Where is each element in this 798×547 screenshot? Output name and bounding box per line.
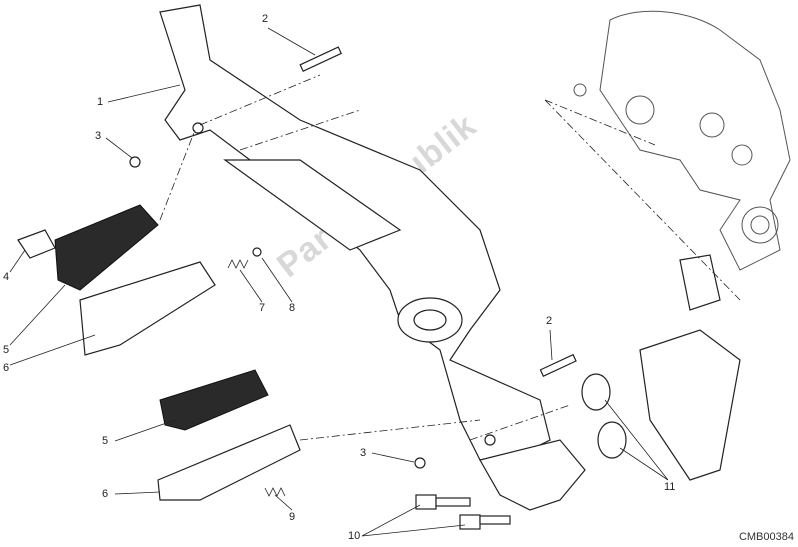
footpeg-lower [157,424,301,501]
heel-guard-plate [639,254,741,481]
callout-6-lower: 6 [102,488,109,500]
callout-6: 6 [3,362,10,374]
callout-4: 4 [3,271,10,283]
callout-1: 1 [97,96,104,108]
callout-2-lower: 2 [546,315,553,327]
clip-lower [414,457,426,469]
spring-9 [264,487,286,497]
footpeg-bracket [159,4,586,511]
pin-lower [539,353,577,378]
callout-5: 5 [3,344,10,356]
callout-7: 7 [259,302,266,314]
pin-upper [299,46,343,72]
ball-8 [252,247,262,257]
bushings-11 [581,373,627,459]
callout-8: 8 [289,302,296,314]
rubber-pad-upper [54,204,159,291]
engine-case [573,10,791,271]
clip-upper [129,156,141,168]
callout-3: 3 [95,130,102,142]
plate-4 [17,229,56,259]
callout-10: 10 [348,530,361,542]
callout-5-lower: 5 [102,435,109,447]
footpeg-upper [79,261,216,356]
callout-2: 2 [262,13,269,25]
spring-7 [227,259,249,269]
callout-11: 11 [664,481,676,493]
callout-3-lower: 3 [360,447,367,459]
drawing-code: CMB00384 [738,531,794,543]
callout-9: 9 [289,511,296,523]
screws-10 [415,494,511,530]
rubber-pad-lower [159,369,269,431]
leader-lines [9,27,741,537]
